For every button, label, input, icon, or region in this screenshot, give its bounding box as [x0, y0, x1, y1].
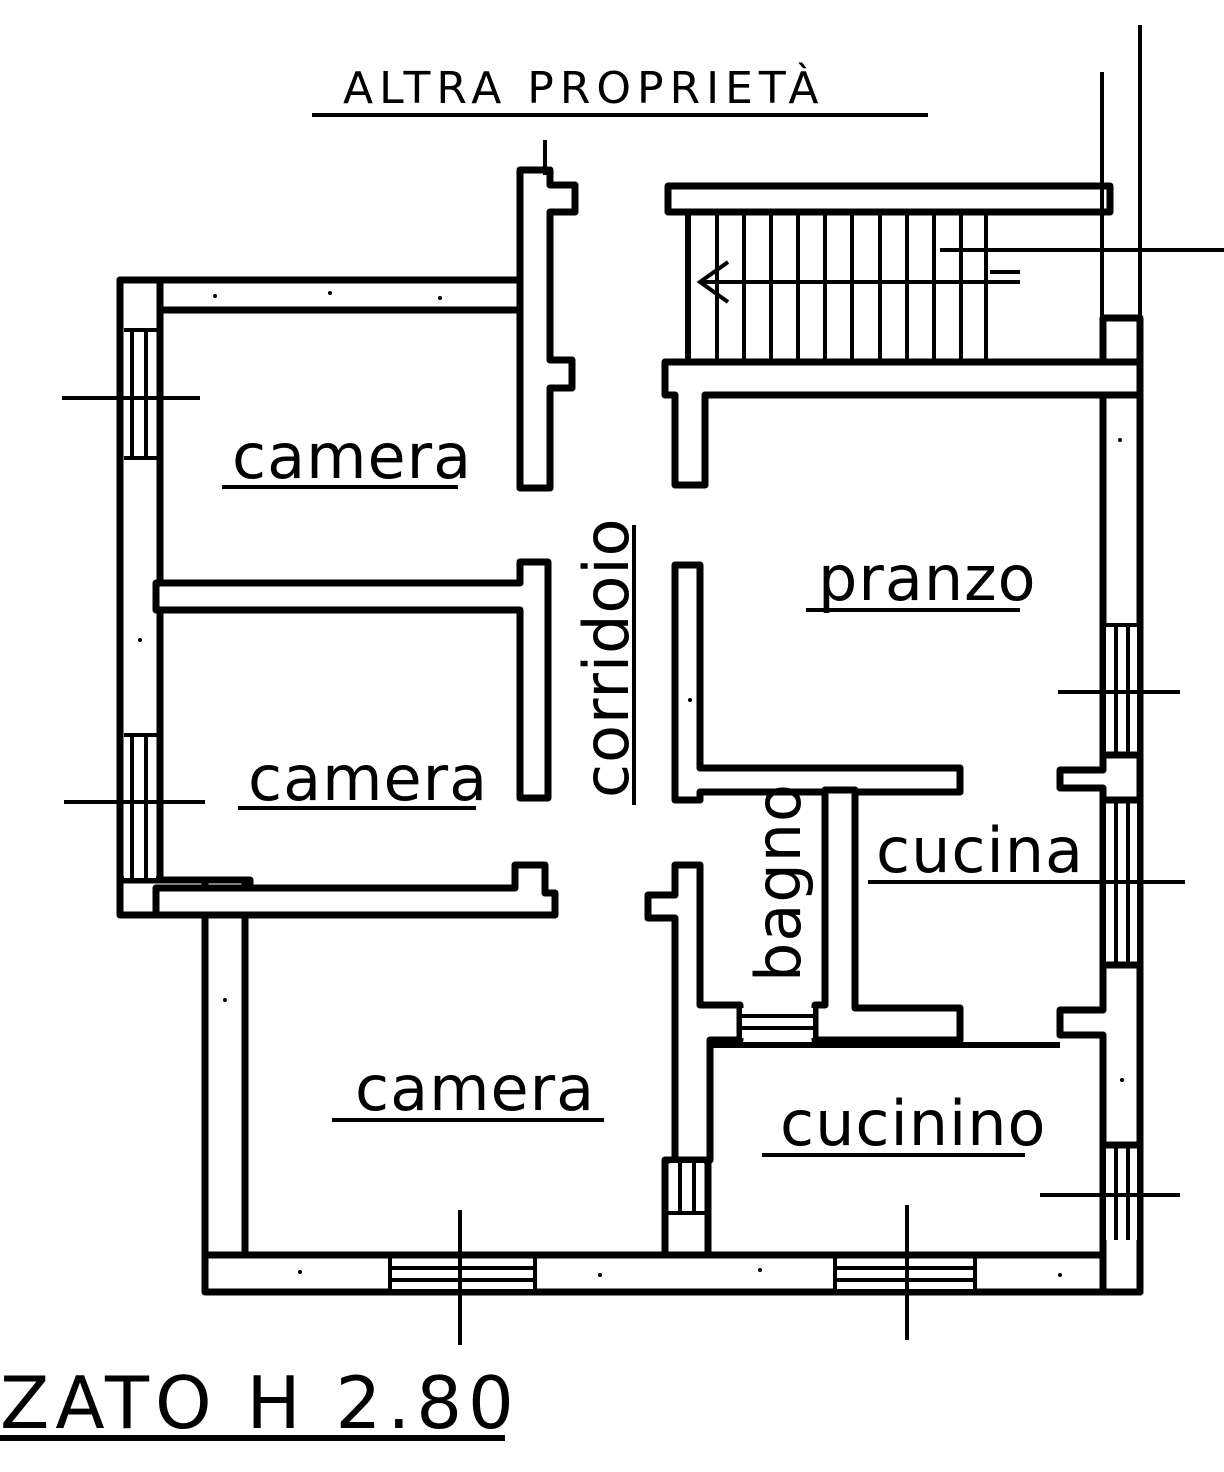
floor-height-caption: ZATO H 2.80	[0, 1361, 520, 1445]
room-labels: camera camera camera pranzo cucina cucin…	[222, 420, 1084, 1160]
room-label-cucinino: cucinino	[780, 1087, 1046, 1160]
room-label-camera-top: camera	[232, 420, 472, 493]
staircase	[664, 25, 1224, 360]
header: ALTRA PROPRIETÀ	[312, 61, 928, 117]
wall-texture	[138, 291, 1124, 1277]
room-label-corridoio: corridoio	[570, 517, 643, 798]
windows	[62, 328, 1185, 1345]
interior-walls	[152, 140, 1060, 1259]
header-title: ALTRA PROPRIETÀ	[343, 61, 825, 114]
room-label-bagno: bagno	[742, 783, 815, 982]
room-label-cucina: cucina	[876, 814, 1084, 887]
room-label-pranzo: pranzo	[818, 542, 1037, 615]
footer: ZATO H 2.80	[0, 1361, 520, 1445]
room-label-camera-bottom: camera	[355, 1052, 595, 1125]
room-label-camera-mid: camera	[248, 742, 488, 815]
